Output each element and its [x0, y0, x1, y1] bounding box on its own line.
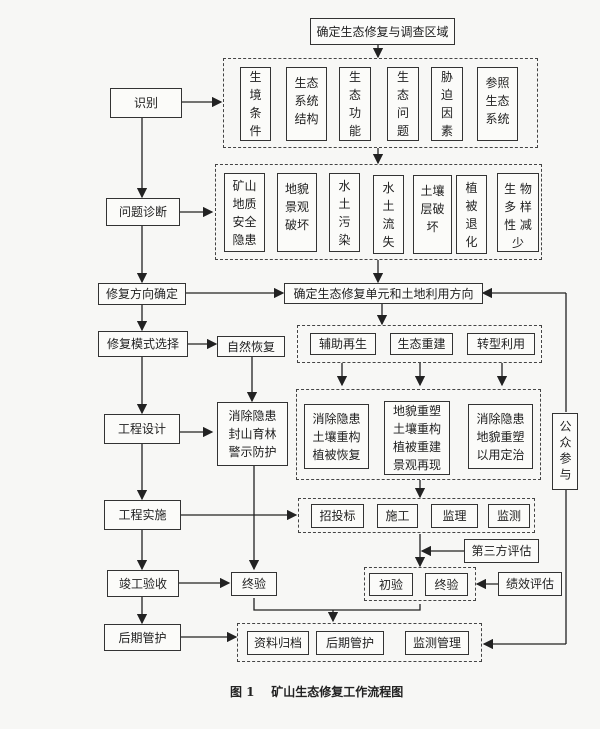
public-participation-label: 公众参与: [558, 419, 572, 484]
design-option: 地貌重塑 土壤重构 植被重建 景观再现: [384, 401, 450, 475]
diagnosis-item: 生 物 多 样 性 减 少: [497, 173, 539, 252]
third-party-evaluation-box: 第三方评估: [464, 539, 539, 563]
identify-group: [223, 58, 538, 148]
diagnosis-item-label: 植 被 退 化: [465, 180, 478, 249]
natural-final-acceptance-box: 终验: [231, 572, 277, 596]
diagnosis-item-label: 土壤 层破 坏: [420, 184, 445, 234]
step-implementation: 工程实施: [104, 500, 181, 530]
mode-assisted-regeneration: 辅助再生: [310, 333, 376, 355]
implementation-construction: 施工: [377, 504, 418, 528]
step-diagnosis: 问题诊断: [106, 198, 180, 226]
diagnosis-item-label: 地貌 景观 破坏: [284, 182, 309, 232]
implementation-label: 监理: [442, 509, 467, 523]
implementation-bidding: 招投标: [311, 504, 364, 528]
aftercare-label: 监测管理: [412, 636, 461, 650]
natural-design-label: 消除隐患 封山育林 警示防护: [228, 409, 277, 459]
initial-acceptance-box: 初验: [369, 573, 413, 596]
implementation-monitoring: 监测: [488, 504, 530, 528]
natural-recovery-label: 自然恢复: [226, 339, 275, 354]
modes-group: [297, 325, 542, 363]
step-mode-selection: 修复模式选择: [98, 331, 188, 357]
diagnosis-item-label: 矿山 地质 安全 隐患: [232, 178, 257, 247]
identify-item-label: 生 境 条 件: [249, 70, 262, 138]
identify-item-label: 胁 迫 因 素: [440, 70, 453, 138]
mode-label: 转型利用: [476, 337, 525, 351]
diagnosis-item: 植 被 退 化: [456, 175, 487, 254]
mode-ecological-reconstruction: 生态重建: [390, 333, 453, 355]
aftercare-maintenance: 后期管护: [316, 631, 384, 655]
identify-item: 生 态 功 能: [339, 67, 371, 141]
third-party-label: 第三方评估: [471, 544, 532, 558]
mode-transformation: 转型利用: [467, 333, 535, 355]
identify-item: 参照 生态 系统: [477, 67, 518, 141]
identify-item: 生 态 问 题: [387, 67, 419, 141]
identify-item-label: 生 态 问 题: [396, 70, 409, 138]
diagnosis-item-label: 水 土 流 失: [382, 180, 395, 249]
acceptance-label: 终验: [434, 577, 459, 592]
restoration-unit-box: 确定生态修复单元和土地利用方向: [284, 283, 483, 304]
aftercare-archiving: 资料归档: [247, 631, 309, 655]
step-label: 后期管护: [118, 630, 167, 645]
final-acceptance-box: 终验: [425, 573, 468, 596]
implementation-label: 监测: [496, 509, 521, 523]
performance-evaluation-box: 绩效评估: [498, 572, 562, 596]
step-label: 问题诊断: [118, 205, 167, 219]
diagnosis-item: 土壤 层破 坏: [413, 175, 452, 254]
step-label: 工程设计: [117, 422, 166, 436]
identify-item-label: 参照 生态 系统: [485, 76, 510, 126]
natural-final-label: 终验: [241, 577, 266, 591]
public-participation-box: 公众参与: [552, 413, 578, 490]
design-label: 地貌重塑 土壤重构 植被重建 景观再现: [392, 404, 441, 472]
survey-area-box: 确定生态修复与调查区域: [310, 18, 455, 45]
step-completion-acceptance: 竣工验收: [107, 570, 179, 597]
identify-item-label: 生 态 功 能: [348, 70, 361, 138]
step-identify: 识别: [110, 88, 182, 118]
step-aftercare: 后期管护: [104, 624, 181, 651]
step-direction: 修复方向确定: [98, 283, 186, 305]
diagnosis-item-label: 生 物 多 样 性 减 少: [504, 182, 532, 250]
implementation-label: 施工: [385, 509, 410, 523]
step-label: 识别: [133, 96, 158, 110]
design-label: 消除隐患 土壤重构 植被恢复: [312, 411, 361, 462]
design-option: 消除隐患 土壤重构 植被恢复: [304, 404, 369, 469]
mode-label: 辅助再生: [318, 337, 367, 351]
diagnosis-item: 地貌 景观 破坏: [277, 173, 317, 252]
aftercare-group: [237, 623, 482, 662]
implementation-label: 招投标: [319, 509, 356, 523]
diagnosis-group: [215, 164, 542, 260]
step-label: 修复模式选择: [106, 337, 179, 351]
identify-item: 生 境 条 件: [240, 67, 271, 141]
design-label: 消除隐患 地貌重塑 以用定治: [476, 411, 525, 462]
natural-design-box: 消除隐患 封山育林 警示防护: [217, 402, 288, 466]
identify-item: 生态 系统 结构: [286, 67, 327, 141]
implementation-group: [298, 498, 535, 533]
aftercare-monitoring-management: 监测管理: [405, 631, 469, 655]
acceptance-group: [364, 567, 476, 601]
performance-label: 绩效评估: [505, 577, 554, 591]
aftercare-label: 资料归档: [253, 636, 302, 650]
acceptance-label: 初验: [378, 577, 403, 592]
diagnosis-item-label: 水 土 污 染: [338, 178, 351, 247]
natural-recovery-box: 自然恢复: [217, 336, 285, 357]
diagnosis-item: 水 土 污 染: [329, 173, 360, 252]
identify-item-label: 生态 系统 结构: [294, 76, 319, 126]
step-label: 修复方向确定: [105, 287, 178, 301]
designs-group: [296, 389, 541, 480]
figure-caption: 图 1 矿山生态修复工作流程图: [230, 685, 404, 699]
survey-area-label: 确定生态修复与调查区域: [316, 24, 449, 39]
step-label: 竣工验收: [118, 576, 167, 591]
diagnosis-item: 水 土 流 失: [373, 175, 404, 254]
diagnosis-item: 矿山 地质 安全 隐患: [224, 173, 265, 252]
step-label: 工程实施: [118, 508, 167, 522]
implementation-supervision: 监理: [431, 504, 478, 528]
restoration-unit-label: 确定生态修复单元和土地利用方向: [293, 286, 474, 301]
mode-label: 生态重建: [397, 337, 446, 351]
aftercare-label: 后期管护: [325, 636, 374, 650]
step-design: 工程设计: [104, 414, 180, 444]
identify-item: 胁 迫 因 素: [431, 67, 463, 141]
design-option: 消除隐患 地貌重塑 以用定治: [468, 404, 533, 469]
